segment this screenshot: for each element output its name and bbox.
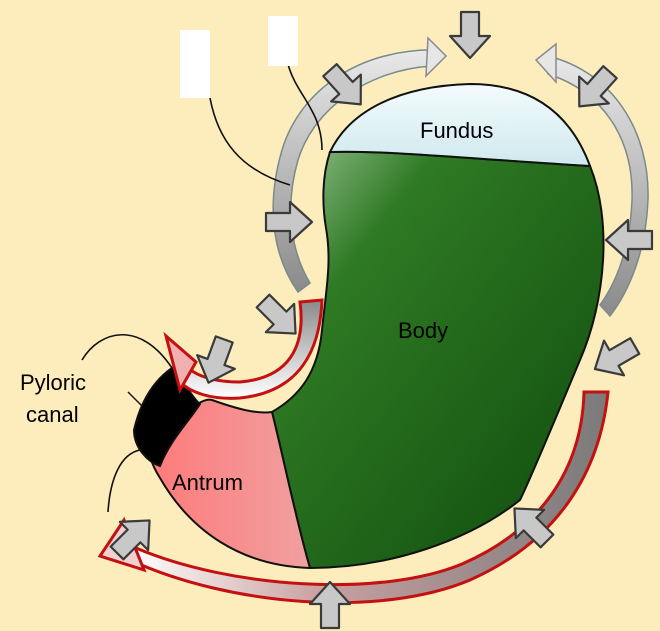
push-arrow-greater-right <box>585 329 645 387</box>
label-body: Body <box>398 318 448 343</box>
esophagus-opening-left <box>180 30 210 98</box>
duodenum-line-top <box>82 335 172 368</box>
grey-loop-arrowhead-right <box>536 44 556 82</box>
label-pyloric: Pyloric <box>20 370 86 395</box>
label-antrum: Antrum <box>172 470 243 495</box>
label-canal: canal <box>26 402 79 427</box>
grey-loop-arrowhead-left <box>426 38 446 76</box>
duodenum-line-bottom <box>108 450 140 512</box>
label-fundus: Fundus <box>420 118 493 143</box>
esophagus-opening-right <box>268 16 298 66</box>
push-arrow-top <box>450 12 490 58</box>
red-arrow-lesser-curvature <box>180 300 322 398</box>
pyloric-leader-line <box>128 392 142 406</box>
